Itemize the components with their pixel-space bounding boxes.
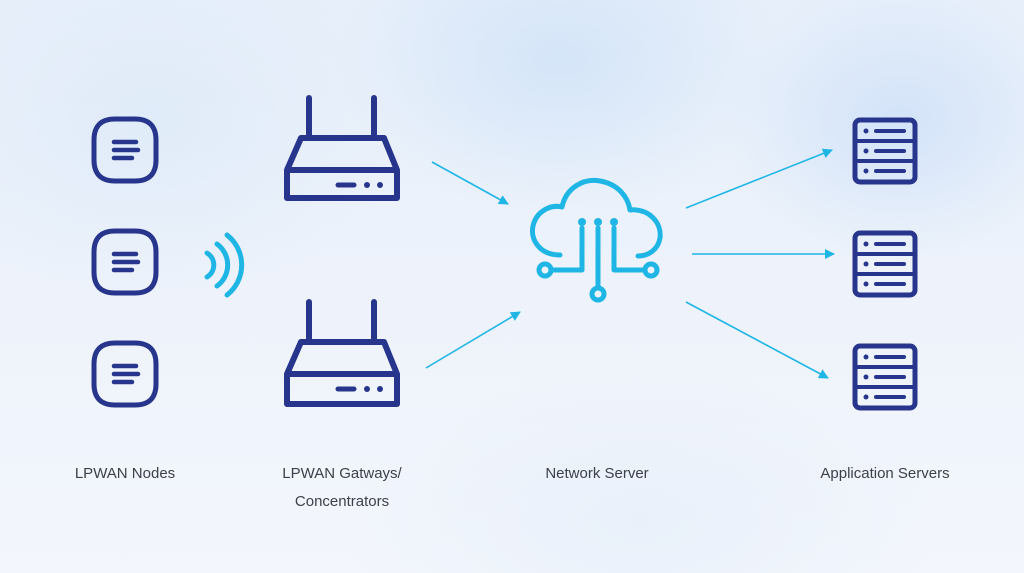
label-lpwan-nodes-text: LPWAN Nodes [74,465,176,482]
lpwan-node-icon [91,340,159,408]
label-application-servers-text: Application Servers [820,465,950,482]
server-rack-icon [852,230,918,298]
label-application-servers: Application Servers [790,460,980,488]
lpwan-node-icon [91,228,159,296]
label-lpwan-gateways-line1: LPWAN Gatways/ [282,465,402,482]
label-lpwan-nodes: LPWAN Nodes [45,460,205,488]
label-network-server: Network Server [507,460,687,488]
label-network-server-text: Network Server [545,465,649,482]
label-lpwan-gateways: LPWAN Gatways/ Concentrators [252,460,432,516]
wireless-signal-icon [204,232,245,298]
label-lpwan-gateways-line2: Concentrators [294,493,390,510]
cloud-network-icon [529,177,663,303]
lpwan-node-icon [91,116,159,184]
arrow-gateway-bottom-to-network [425,311,521,369]
arrow-network-to-server-top [685,148,833,209]
arrow-gateway-top-to-network [431,161,509,205]
router-icon [284,95,400,201]
server-rack-icon [852,343,918,411]
server-rack-icon [852,117,918,185]
router-icon [284,299,400,407]
arrow-network-to-server-bottom [685,301,829,379]
